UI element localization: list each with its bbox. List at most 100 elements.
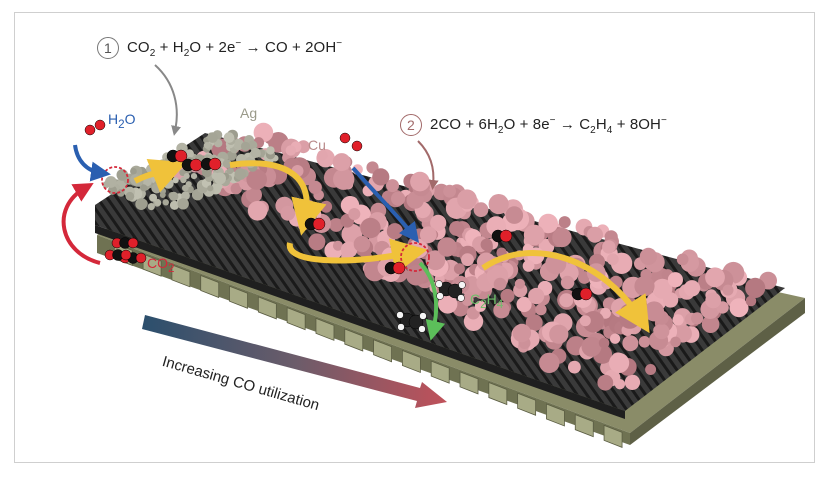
cu-particle bbox=[639, 247, 658, 265]
co2-molecule-oxygen bbox=[120, 249, 132, 261]
cu-particle bbox=[500, 288, 515, 303]
c2h4-molecule-carbon bbox=[447, 283, 463, 299]
cu-particle bbox=[622, 335, 639, 352]
h2o-label: H2O bbox=[108, 111, 136, 131]
flow-channel bbox=[517, 392, 537, 416]
flow-channel bbox=[488, 381, 508, 406]
ag-particle bbox=[147, 203, 155, 211]
ag-particle bbox=[222, 159, 232, 169]
ag-particle bbox=[207, 185, 214, 192]
reaction-site-cu bbox=[400, 242, 430, 272]
ag-particle bbox=[223, 132, 235, 143]
cu-particle bbox=[474, 300, 486, 312]
cu-particle bbox=[332, 153, 351, 172]
ag-particle bbox=[182, 184, 189, 192]
flow-channel bbox=[574, 414, 594, 438]
cu-particle bbox=[372, 168, 390, 186]
cu-particle bbox=[522, 260, 535, 272]
ag-particle bbox=[183, 173, 190, 179]
ag-particle bbox=[169, 200, 180, 210]
flow-channel bbox=[257, 296, 277, 320]
cu-particle bbox=[705, 292, 722, 309]
cu-label: Cu bbox=[308, 137, 326, 153]
cu-particle bbox=[320, 200, 333, 213]
ag-particle bbox=[207, 132, 218, 143]
ag-particle bbox=[172, 177, 179, 184]
cu-particle bbox=[247, 201, 268, 221]
cu-particle bbox=[644, 301, 665, 322]
cu-particle bbox=[230, 182, 242, 195]
ag-particle bbox=[266, 146, 275, 155]
cu-particle bbox=[493, 277, 507, 291]
molecules bbox=[84, 119, 593, 333]
cu-particle bbox=[624, 374, 641, 390]
co-molecule-oxygen bbox=[392, 261, 406, 275]
cu-particle bbox=[453, 263, 465, 275]
cu-particle bbox=[691, 312, 704, 325]
cu-particle bbox=[461, 294, 474, 306]
cu-particle bbox=[609, 352, 630, 373]
cu-particle bbox=[430, 214, 447, 231]
co-utilization-arrow bbox=[142, 315, 447, 408]
ag-particle bbox=[190, 173, 198, 180]
c2h4-molecule-hydrogen bbox=[396, 311, 404, 319]
ag-particle bbox=[252, 149, 261, 158]
cu-particle bbox=[683, 280, 701, 297]
c2h4-molecule-hydrogen bbox=[457, 294, 465, 302]
c2h4-molecule-hydrogen bbox=[418, 325, 426, 333]
ag-particle bbox=[102, 181, 110, 189]
flow-channels bbox=[113, 242, 623, 448]
c2h4-molecule-hydrogen bbox=[436, 292, 444, 300]
cu-particle bbox=[480, 238, 493, 251]
cu-particle bbox=[348, 208, 361, 220]
co-flow-arrows bbox=[133, 158, 650, 334]
cu-particle bbox=[745, 295, 757, 307]
cu-particle bbox=[333, 168, 355, 190]
cu-particle bbox=[568, 360, 581, 374]
flow-channel bbox=[459, 371, 479, 395]
ag-particle bbox=[140, 184, 148, 192]
cu-particle bbox=[285, 145, 296, 156]
cu-particle bbox=[602, 240, 616, 254]
equation-2-number: 2 bbox=[400, 114, 422, 136]
h2o-molecule-oxygen bbox=[351, 140, 363, 152]
cu-particle bbox=[653, 323, 670, 340]
cu-particle bbox=[505, 206, 524, 224]
cu-particle bbox=[597, 374, 614, 391]
cu-particle bbox=[280, 205, 296, 221]
cu-particle bbox=[488, 194, 509, 215]
co2-label: CO2 bbox=[147, 255, 175, 275]
ag-particle bbox=[177, 198, 189, 210]
cu-particle bbox=[443, 184, 456, 198]
h2o-molecule-oxygen bbox=[94, 119, 106, 131]
c2h4-molecule-hydrogen bbox=[458, 281, 466, 289]
cu-particle bbox=[308, 233, 326, 251]
cu-particle bbox=[512, 323, 532, 343]
h2o-molecule-oxygen bbox=[84, 124, 96, 136]
c2h4-molecule-hydrogen bbox=[419, 312, 427, 320]
co-molecule-oxygen bbox=[312, 217, 326, 231]
flow-channel bbox=[401, 349, 421, 374]
ag-label: Ag bbox=[240, 105, 258, 121]
cu-particle bbox=[516, 296, 532, 313]
cu-particle bbox=[539, 352, 560, 373]
cu-particle bbox=[609, 333, 621, 344]
ag-particle bbox=[214, 172, 226, 185]
cu-particle bbox=[560, 275, 575, 290]
flow-channel bbox=[603, 424, 623, 448]
cu-particle bbox=[667, 272, 684, 288]
cu-particle bbox=[461, 253, 474, 267]
cu-particle bbox=[676, 253, 689, 266]
flow-channel bbox=[430, 360, 450, 384]
cu-particle bbox=[645, 364, 657, 375]
cu-particle bbox=[457, 189, 477, 210]
cu-particle bbox=[386, 223, 403, 240]
flow-channel bbox=[142, 253, 162, 277]
flow-channel bbox=[546, 403, 565, 427]
ag-particle bbox=[152, 183, 159, 191]
cu-particle bbox=[549, 324, 569, 344]
c2h4-molecule-hydrogen bbox=[397, 323, 405, 331]
cu-particle bbox=[473, 202, 489, 218]
